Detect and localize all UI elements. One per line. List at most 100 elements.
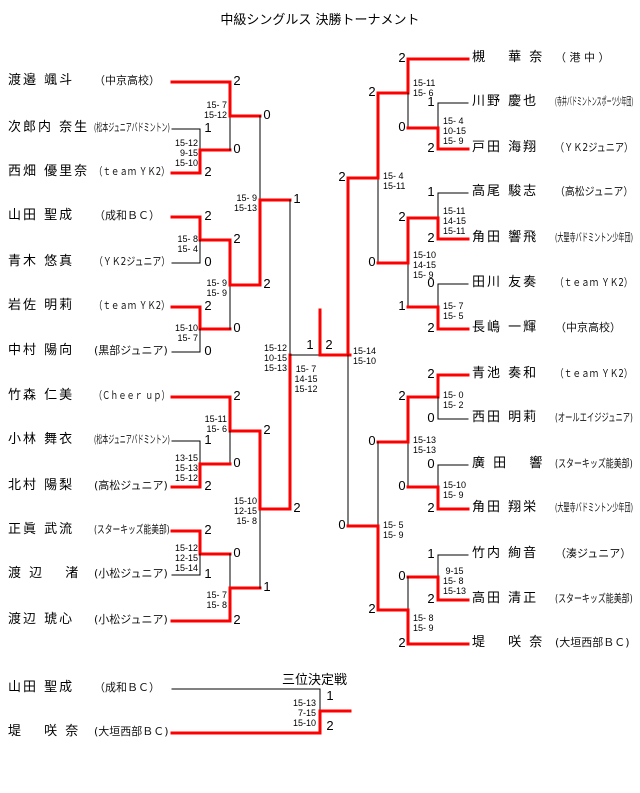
player-team: (スターキッズ能美部) [555,592,633,605]
game-scores: 9-15 15- 8 15-13 [443,566,467,596]
player-name: 青木 悠真 [8,254,75,269]
game-scores: 15-11 15- 6 [413,78,436,98]
third-place-game-scores: 15-13 7-15 15-10 [292,698,316,728]
game-scores: 15- 8 15- 9 [413,613,434,633]
match-wins: 2 [398,388,406,403]
match-wins: 2 [398,635,406,650]
match-wins: 2 [233,612,241,627]
match-wins: 0 [398,119,406,134]
match-wins: 1 [427,94,435,109]
match-wins: 2 [338,169,346,184]
match-wins: 0 [338,517,346,532]
match-wins: 2 [263,276,271,291]
match-wins: 1 [398,298,406,313]
player-name: 西田 明莉 [472,410,539,425]
match-wins: 2 [398,209,406,224]
match-wins: 1 [204,432,212,447]
match-wins: 2 [427,366,435,381]
game-scores: 15- 0 15- 2 [443,390,464,410]
player-team: （ 港 中 ） [555,51,610,64]
match-wins: 2 [398,50,406,65]
match-wins: 1 [427,184,435,199]
player-team: (松本ジュニアバドミントン) [94,121,170,134]
match-wins: 2 [326,718,334,733]
player-name: 小林 舞衣 [8,432,75,447]
game-scores: 15-10 15- 9 [443,480,467,500]
match-wins: 0 [427,410,435,425]
match-wins: 2 [204,522,212,537]
player-name: 竹内 絢音 [472,546,539,561]
player-team: (高松ジュニア) [94,479,168,492]
player-team: （ＹＫ2ジュニア） [555,141,634,154]
match-wins: 2 [427,500,435,515]
match-wins: 0 [233,545,241,560]
match-wins: 2 [427,230,435,245]
player-team: (大垣西部ＢＣ) [555,636,630,649]
player-team: （中京高校） [555,321,621,334]
player-name: 竹森 仁美 [8,388,75,403]
match-wins: 1 [427,546,435,561]
match-wins: 2 [325,337,333,352]
third-place-title: 三位決定戦 [282,673,348,688]
match-wins: 1 [204,120,212,135]
player-name: 堤 咲 奈 [8,724,81,739]
player-name: 山田 聖成 [8,208,75,223]
game-scores: 15-12 9-15 15-10 [174,138,198,168]
player-name: 渡辺 琥心 [8,612,75,627]
game-scores: 13-15 15-13 15-12 [174,453,198,483]
match-wins: 2 [263,422,271,437]
player-name: 川野 慶也 [472,94,539,109]
game-scores: 15- 5 15- 9 [383,520,404,540]
game-scores: 15-12 12-15 15-14 [174,543,198,573]
game-scores: 15- 7 15- 5 [443,301,464,321]
player-team: （高松ジュニア） [555,185,634,198]
player-team: (黒部ジュニア) [94,344,168,357]
match-wins: 2 [427,140,435,155]
game-scores: 15- 9 15-13 [233,193,257,213]
game-scores: 15-11 14-15 15-11 [443,206,467,236]
match-wins: 0 [233,320,241,335]
player-name: 岩佐 明莉 [8,298,75,313]
game-scores: 15- 4 10-15 15- 9 [443,116,467,146]
player-team: （Ｃｈｅｅｒ ｕｐ） [94,389,170,402]
player-team: (大聖寺バドミントン少年団) [555,501,633,514]
player-name: 西畑 優里奈 [8,164,90,179]
player-team: （中京高校） [94,74,160,87]
page-title: 中級シングルス 決勝トーナメント [220,13,420,28]
game-scores: 15-14 15-10 [353,346,377,366]
player-name: 渡 辺 渚 [8,566,81,581]
match-wins: 0 [398,478,406,493]
match-wins: 2 [233,231,241,246]
player-team: （ＹＫ2ジュニア） [94,255,171,268]
player-name: 廣 田 響 [472,456,545,471]
match-wins: 2 [368,601,376,616]
player-team: (大垣西部ＢＣ) [94,725,169,738]
player-name: 堤 咲 奈 [472,635,545,650]
game-scores: 15-10 12-15 15- 8 [233,496,257,526]
match-wins: 2 [204,164,212,179]
player-name: 高尾 駿志 [472,184,539,199]
player-name: 長嶋 一輝 [472,320,539,335]
player-team: （ｔｅａｍ ＹＫ2） [94,165,170,178]
match-wins: 0 [263,107,271,122]
match-wins: 1 [326,688,334,703]
player-team: (スターキッズ能美部) [555,457,633,470]
match-wins: 0 [368,433,376,448]
player-team: （成和ＢＣ） [94,681,160,694]
player-team: （ｔｅａｍ ＹＫ2） [555,367,633,380]
player-team: (スターキッズ能美部) [94,523,170,536]
player-name: 中村 陽向 [8,343,75,358]
match-wins: 2 [427,591,435,606]
player-name: 次郎内 奈生 [8,120,90,135]
game-scores: 15-10 14-15 15- 9 [413,250,437,280]
match-wins: 1 [263,579,271,594]
match-wins: 2 [233,73,241,88]
game-scores: 15-10 15- 7 [174,323,198,343]
player-team: （成和ＢＣ） [94,209,160,222]
match-wins: 2 [204,478,212,493]
match-wins: 2 [204,298,212,313]
match-wins: 2 [427,320,435,335]
game-scores: 15-12 10-15 15-13 [263,343,287,373]
match-wins: 0 [233,455,241,470]
